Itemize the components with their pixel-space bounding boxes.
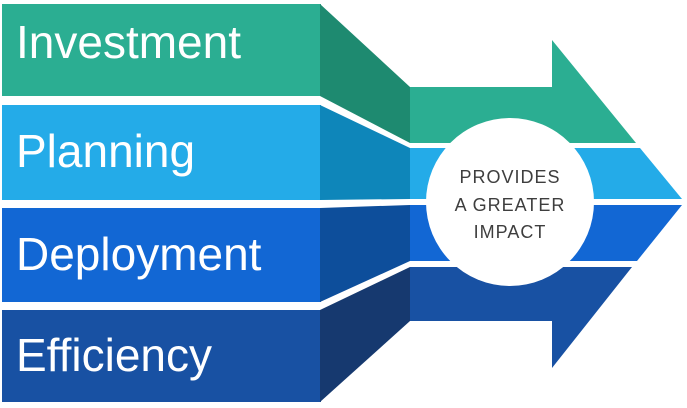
investment-label: Investment [16,16,241,68]
impact-text-line-3: IMPACT [474,222,547,242]
impact-text-line-2: A GREATER [455,195,566,215]
deployment-label: Deployment [16,228,262,280]
planning-fold-shade [320,105,410,200]
efficiency-label: Efficiency [16,329,212,381]
deployment-fold-shade [320,205,410,302]
impact-circle [426,118,594,286]
stage-investment: Investment [2,4,636,143]
stage-efficiency: Efficiency [2,267,632,402]
impact-circle-group: PROVIDES A GREATER IMPACT [426,118,594,286]
impact-text-line-1: PROVIDES [459,167,560,187]
planning-bar [2,105,321,200]
efficiency-fold-shade [320,267,410,402]
efficiency-arrow-band [410,267,632,368]
investment-bar [2,4,321,96]
investment-arrow-band [410,40,636,143]
efficiency-bar [2,310,321,402]
deployment-bar [2,208,321,302]
investment-fold-shade [320,4,410,143]
planning-label: Planning [16,125,195,177]
